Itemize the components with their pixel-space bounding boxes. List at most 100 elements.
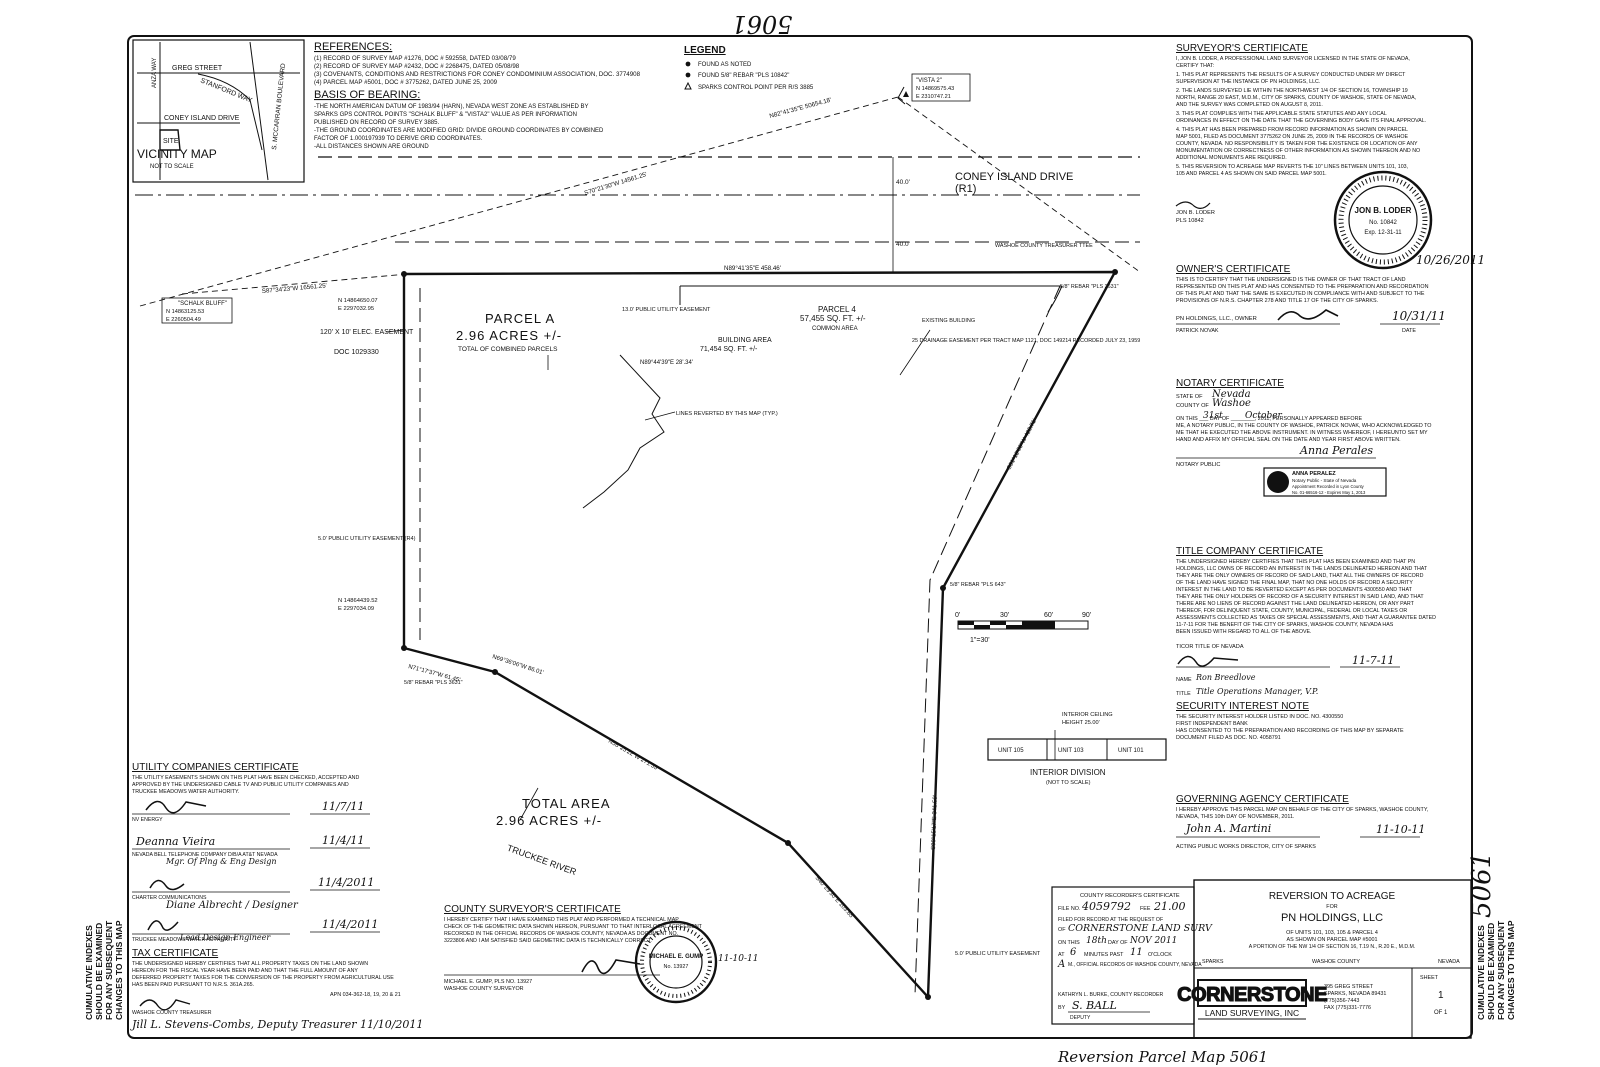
unit-105-label: UNIT 105: [998, 748, 1024, 754]
title-line-3: THEY ARE THE ONLY OWNERS OF RECORD OF SA…: [1176, 573, 1424, 579]
tax-line-4: HAS BEEN PAID PURSUANT TO N.R.S. 361A.26…: [132, 982, 254, 988]
river-label: TRUCKEE RIVER: [506, 843, 578, 878]
title-signature: [1177, 655, 1239, 667]
basis-line-4: -THE GROUND COORDINATES ARE MODIFIED GRI…: [314, 128, 604, 134]
county-surveyor-certificate: COUNTY SURVEYOR'S CERTIFICATE I HEREBY C…: [444, 904, 758, 1004]
surveyor-line-14: ADDITIONAL MONUMENTS ARE REQUIRED.: [1176, 155, 1287, 161]
parcel-a-area: 2.96 ACRES +/-: [456, 328, 562, 343]
basis-line-3: PUBLISHED ON RECORD OF SURVEY 3885.: [314, 120, 439, 126]
surveyor-line-9: ORDINANCES IN EFFECT ON THE DATE THAT TH…: [1176, 118, 1426, 124]
vista-north: N 14869575.43: [916, 86, 954, 92]
rebar-e: 5/8" REBAR "PLS 643": [950, 582, 1006, 588]
utility-line-2: APPROVED BY THE UNDERSIGNED CABLE TV AND…: [132, 782, 349, 788]
scale-label: 1"=30': [970, 637, 990, 644]
notary-county: Washoe: [1212, 398, 1251, 409]
street-width-b: 40.0': [896, 241, 910, 248]
plat-drawing: 40.0' 40.0' CONEY ISLAND DRIVE (R1) N82°…: [135, 73, 1167, 1000]
building-area-sqft: 71,454 SQ. FT. +/-: [700, 346, 758, 353]
easement-line-east: [914, 285, 1061, 996]
tax-signer: Jill L. Stevens-Combs, Deputy Treasurer: [130, 1018, 357, 1031]
recorder-ampm: A: [1057, 959, 1065, 970]
title-line-6: THEY ARE THE ONLY HOLDERS OF RECORD OF A…: [1176, 594, 1424, 600]
scale-tick-90: 90': [1082, 612, 1091, 619]
county-surveyor-seal: MICHAEL E. GUMP No. 13927: [634, 920, 718, 1004]
scale-tick-30: 30': [1000, 612, 1009, 619]
surveyor-line-3: 1. THIS PLAT REPRESENTS THE RESULTS OF A…: [1176, 72, 1406, 78]
title-block-of: OF 1: [1434, 1010, 1448, 1016]
vicinity-map-title: VICINITY MAP: [137, 147, 217, 161]
title-certificate: TITLE COMPANY CERTIFICATE THE UNDERSIGNE…: [1176, 546, 1436, 697]
schalk-label: "SCHALK BLUFF": [178, 301, 227, 307]
security-note: SECURITY INTEREST NOTE THE SECURITY INTE…: [1176, 701, 1404, 741]
title-line-8: THEREOF, FOR DELINQUENT STATE, COUNTY, M…: [1176, 608, 1407, 614]
utility-certificate: UTILITY COMPANIES CERTIFICATE THE UTILIT…: [132, 762, 380, 943]
utility-date-4: 11/4/2011: [322, 918, 378, 931]
reference-item-4: (4) PARCEL MAP #5001, DOC # 3775262, DAT…: [314, 79, 498, 86]
corner-sw-marker: [785, 840, 791, 846]
security-line-3: HAS CONSENTED TO THE PREPARATION AND REC…: [1176, 728, 1404, 734]
security-line-2: FIRST INDEPENDENT BANK: [1176, 721, 1248, 727]
county-seal-outer: [634, 920, 718, 1004]
notary-month: October: [1245, 411, 1283, 421]
mccarran-line: [249, 41, 269, 181]
street-name: CONEY ISLAND DRIVE: [955, 171, 1073, 183]
surveyor-signer-pls: PLS 10842: [1176, 218, 1204, 224]
bearing-end: S40°29'30"E 103.65': [814, 875, 855, 920]
tax-line-1: THE UNDERSIGNED HEREBY CERTIFIES THAT AL…: [132, 961, 368, 967]
cumulative-right-2: SHOULD BE EXAMINED: [1486, 923, 1496, 1020]
surveyor-line-1: I, JON B. LODER, A PROFESSIONAL LAND SUR…: [1176, 56, 1410, 62]
schalk-control-box: [161, 297, 233, 324]
recorder-deputy-label: DEPUTY: [1070, 1015, 1091, 1021]
interior-division-title: INTERIOR DIVISION: [1030, 768, 1106, 777]
title-block-desc-2: AS SHOWN ON PARCEL MAP #5001: [1287, 937, 1378, 943]
scale-bar-seg-2: [974, 625, 990, 629]
title-block-fax: FAX (775)331-7776: [1324, 1005, 1371, 1011]
county-surveyor-office: WASHOE COUNTY SURVEYOR: [444, 986, 524, 992]
tax-signature-mark: [139, 999, 191, 1011]
corner-w-marker: [492, 669, 498, 675]
owner-signature: [1277, 309, 1339, 321]
recorder-fee-label: FEE: [1140, 906, 1151, 912]
recorder-hour: 11: [1130, 947, 1143, 958]
drainage-leader: [899, 329, 931, 376]
security-heading: SECURITY INTEREST NOTE: [1176, 701, 1309, 712]
cumulative-right-4: CHANGES TO THIS MAP: [1506, 920, 1516, 1020]
utility-signature-4-title: Lead Design Engineer: [179, 933, 271, 942]
owner-certificate: OWNER'S CERTIFICATE THIS IS TO CERTIFY T…: [1176, 264, 1446, 334]
bearing-curve: N69°36'06"W 86.01': [491, 654, 544, 676]
parcel-4-note: COMMON AREA: [812, 326, 858, 332]
vicinity-label-anza: ANZA WAY: [152, 58, 158, 88]
notary-heading: NOTARY CERTIFICATE: [1176, 378, 1284, 389]
parcel-a-label: PARCEL A: [485, 311, 555, 326]
tax-date: 11/10/2011: [360, 1018, 423, 1031]
notary-county-label: COUNTY OF: [1176, 403, 1209, 409]
title-block-phone: (775)356-7443: [1324, 998, 1359, 1004]
references-block: REFERENCES: (1) RECORD OF SURVEY MAP #12…: [314, 41, 641, 150]
building-area-label: BUILDING AREA: [718, 337, 772, 344]
notary-certificate: NOTARY CERTIFICATE STATE OF Nevada COUNT…: [1176, 378, 1432, 497]
governing-line-2: NEVADA, THIS 10th DAY OF NOVEMBER, 2011.: [1176, 814, 1294, 820]
title-block-desc-1: OF UNITS 101, 103, 105 & PARCEL 4: [1286, 930, 1378, 936]
parcel-a-note: TOTAL OF COMBINED PARCELS: [458, 346, 558, 353]
bearing-east: S00°15'17"E 341.59': [931, 795, 939, 850]
owner-line-4: PROVISIONS OF N.R.S. CHAPTER 278 AND TIT…: [1176, 298, 1378, 304]
recorder-past-label: MINUTES PAST: [1084, 952, 1124, 958]
notary-state-label: STATE OF: [1176, 394, 1203, 400]
cumulative-left-3: FOR ANY SUBSEQUENT: [104, 920, 114, 1020]
vista-control-icon: [903, 91, 909, 97]
legend: LEGEND FOUND AS NOTED FOUND 5/8" REBAR "…: [684, 45, 814, 91]
schalk-north: N 14863125.53: [166, 309, 204, 315]
basis-line-2: SPARKS GPS CONTROL POINTS "SCHALK BLUFF"…: [314, 112, 577, 118]
parcel-4-curve: [1047, 285, 1063, 313]
notary-stamp-frame: [1263, 467, 1387, 497]
title-block-sheet: 1: [1438, 990, 1444, 1001]
corner-w2-marker: [401, 645, 407, 651]
title-heading: TITLE COMPANY CERTIFICATE: [1176, 546, 1323, 557]
scale-bar: 0' 30' 60' 90' 1"=30': [955, 612, 1091, 644]
title-block-desc-3: A PORTION OF THE NW 1/4 OF SECTION 16, T…: [1249, 944, 1416, 950]
bearing-top: N89°41'35"E 458.46': [724, 265, 781, 272]
recorder-day: 18th: [1086, 936, 1107, 946]
corner-s-marker: [925, 994, 931, 1000]
total-area-acres: 2.96 ACRES +/-: [496, 813, 602, 828]
utility-date-2: 11/4/11: [322, 834, 364, 847]
